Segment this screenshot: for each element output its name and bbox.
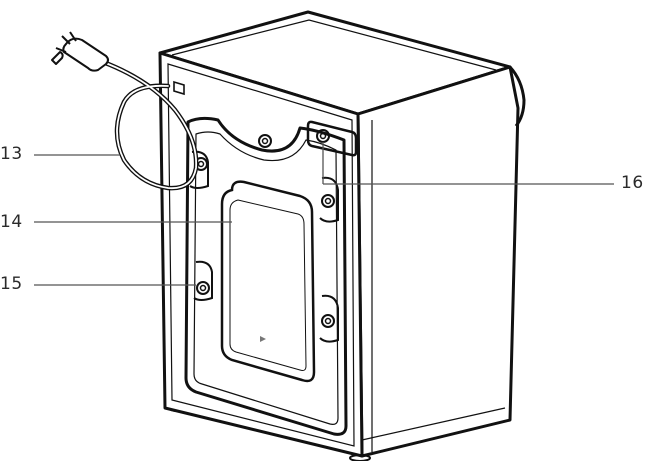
transit-bolts [194, 134, 335, 328]
transit-bolt-lower-left [196, 281, 210, 295]
service-panel-inner [229, 199, 307, 371]
cover-notch-lower-left [193, 260, 213, 301]
rear-cover [184, 116, 348, 436]
top-panel-inner-edge [171, 19, 497, 71]
transit-bolt-lower-right [321, 314, 335, 328]
hose-bracket [173, 80, 185, 96]
side-panel-front-lip [508, 65, 526, 127]
side-panel-bottom-line [361, 407, 506, 441]
rear-panel-inner-edge [167, 63, 355, 447]
service-panel-marker [260, 336, 266, 342]
power-plug-icon [51, 31, 109, 72]
cover-notch-upper-left [189, 150, 209, 189]
callout-label-13: 13 [0, 144, 23, 164]
callout-label-14: 14 [0, 212, 23, 232]
service-panel [220, 180, 316, 383]
callout-label-15: 15 [0, 274, 23, 294]
rear-panel [158, 51, 364, 458]
cover-notch-lower-right [319, 294, 339, 343]
cover-notch-upper-right [319, 176, 339, 223]
transit-bolt-upper-right [321, 194, 335, 208]
side-panel [356, 65, 520, 458]
transit-bolt-top [258, 134, 272, 148]
callout-label-16: 16 [621, 173, 644, 193]
power-cord [100, 59, 199, 191]
leader-lines [34, 142, 614, 286]
